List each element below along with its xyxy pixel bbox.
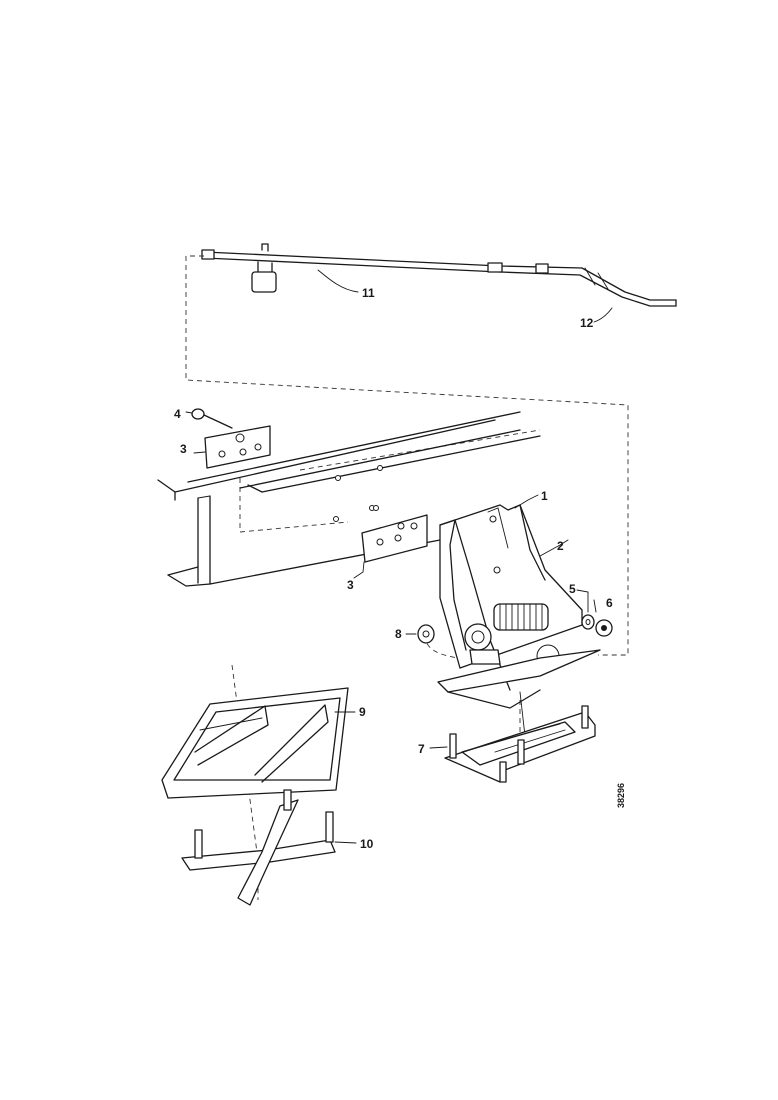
- alignment-lines: [185, 255, 629, 900]
- pedal-bracket-assembly: [437, 494, 601, 737]
- callout-11: 11: [362, 286, 375, 300]
- callout-12: 12: [580, 316, 594, 330]
- lower-stand: [429, 705, 596, 783]
- callout-2: 2: [557, 539, 564, 553]
- callout-6: 6: [606, 596, 613, 610]
- callout-3-upper: 3: [180, 442, 187, 456]
- nut: [593, 599, 613, 637]
- washer: [576, 589, 595, 630]
- frame-rail: [157, 411, 541, 587]
- callout-labels: 11 12 4 3 1 2 3 5 6 8 9 7 10 38296: [174, 286, 626, 851]
- return-spring: [493, 603, 549, 631]
- callout-5: 5: [569, 582, 576, 596]
- callout-8: 8: [395, 627, 402, 641]
- mounting-plate-upper: [193, 425, 271, 469]
- cross-base: [181, 789, 357, 906]
- callout-3-lower: 3: [347, 578, 354, 592]
- callout-1: 1: [541, 489, 548, 503]
- callout-7: 7: [418, 742, 425, 756]
- nut-left: [405, 624, 435, 644]
- drawing-reference-number: 38296: [616, 783, 626, 808]
- callout-9: 9: [359, 705, 366, 719]
- linkage-rod-assembly: [201, 243, 677, 323]
- mounting-plate-lower: [353, 505, 428, 579]
- callout-4: 4: [174, 407, 181, 421]
- callout-10: 10: [360, 837, 374, 851]
- bolt: [185, 408, 233, 429]
- tray-frame: [161, 687, 356, 799]
